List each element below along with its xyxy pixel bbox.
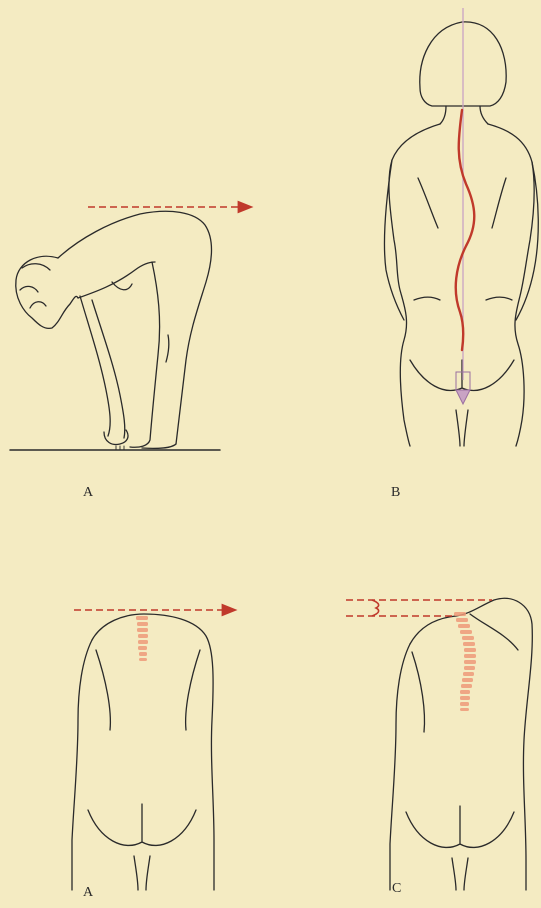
torso-front	[78, 262, 155, 298]
curved-spine	[456, 110, 475, 350]
scapula-left	[96, 650, 110, 730]
back-outline-left	[390, 644, 410, 890]
height-diff-bracket	[372, 600, 379, 616]
back-contour	[58, 211, 212, 444]
scapula-right	[186, 650, 200, 730]
front-leg	[130, 262, 160, 447]
hump-curve	[470, 614, 518, 650]
label-panel-a-bottom: A	[83, 885, 93, 901]
torso-right	[488, 124, 534, 446]
neck	[440, 106, 488, 124]
plumb-bob	[456, 390, 470, 404]
label-panel-c: C	[392, 881, 401, 897]
legs	[452, 858, 468, 890]
back-outline-left	[72, 640, 92, 890]
scapula-left	[412, 652, 425, 732]
panel-a-forward-bend	[10, 211, 220, 450]
back-outline	[92, 614, 214, 890]
knee-crease	[166, 335, 169, 362]
legs	[456, 410, 468, 446]
buttocks	[410, 360, 514, 390]
torso-left	[389, 124, 440, 446]
arm-back	[92, 300, 125, 438]
panel-b-standing-back	[384, 22, 538, 446]
hair	[20, 264, 50, 308]
shoulder-blade-left	[418, 178, 438, 228]
buttocks	[88, 804, 196, 845]
curved-vertebrae	[454, 612, 476, 711]
shoulder-blade-right	[492, 178, 506, 228]
straight-vertebrae	[136, 616, 148, 661]
legs	[134, 856, 150, 890]
arm-front	[80, 296, 110, 436]
label-panel-a-top: A	[83, 485, 93, 501]
label-panel-b: B	[391, 485, 400, 501]
panel-c-rib-hump	[390, 598, 532, 890]
buttocks	[406, 806, 514, 847]
